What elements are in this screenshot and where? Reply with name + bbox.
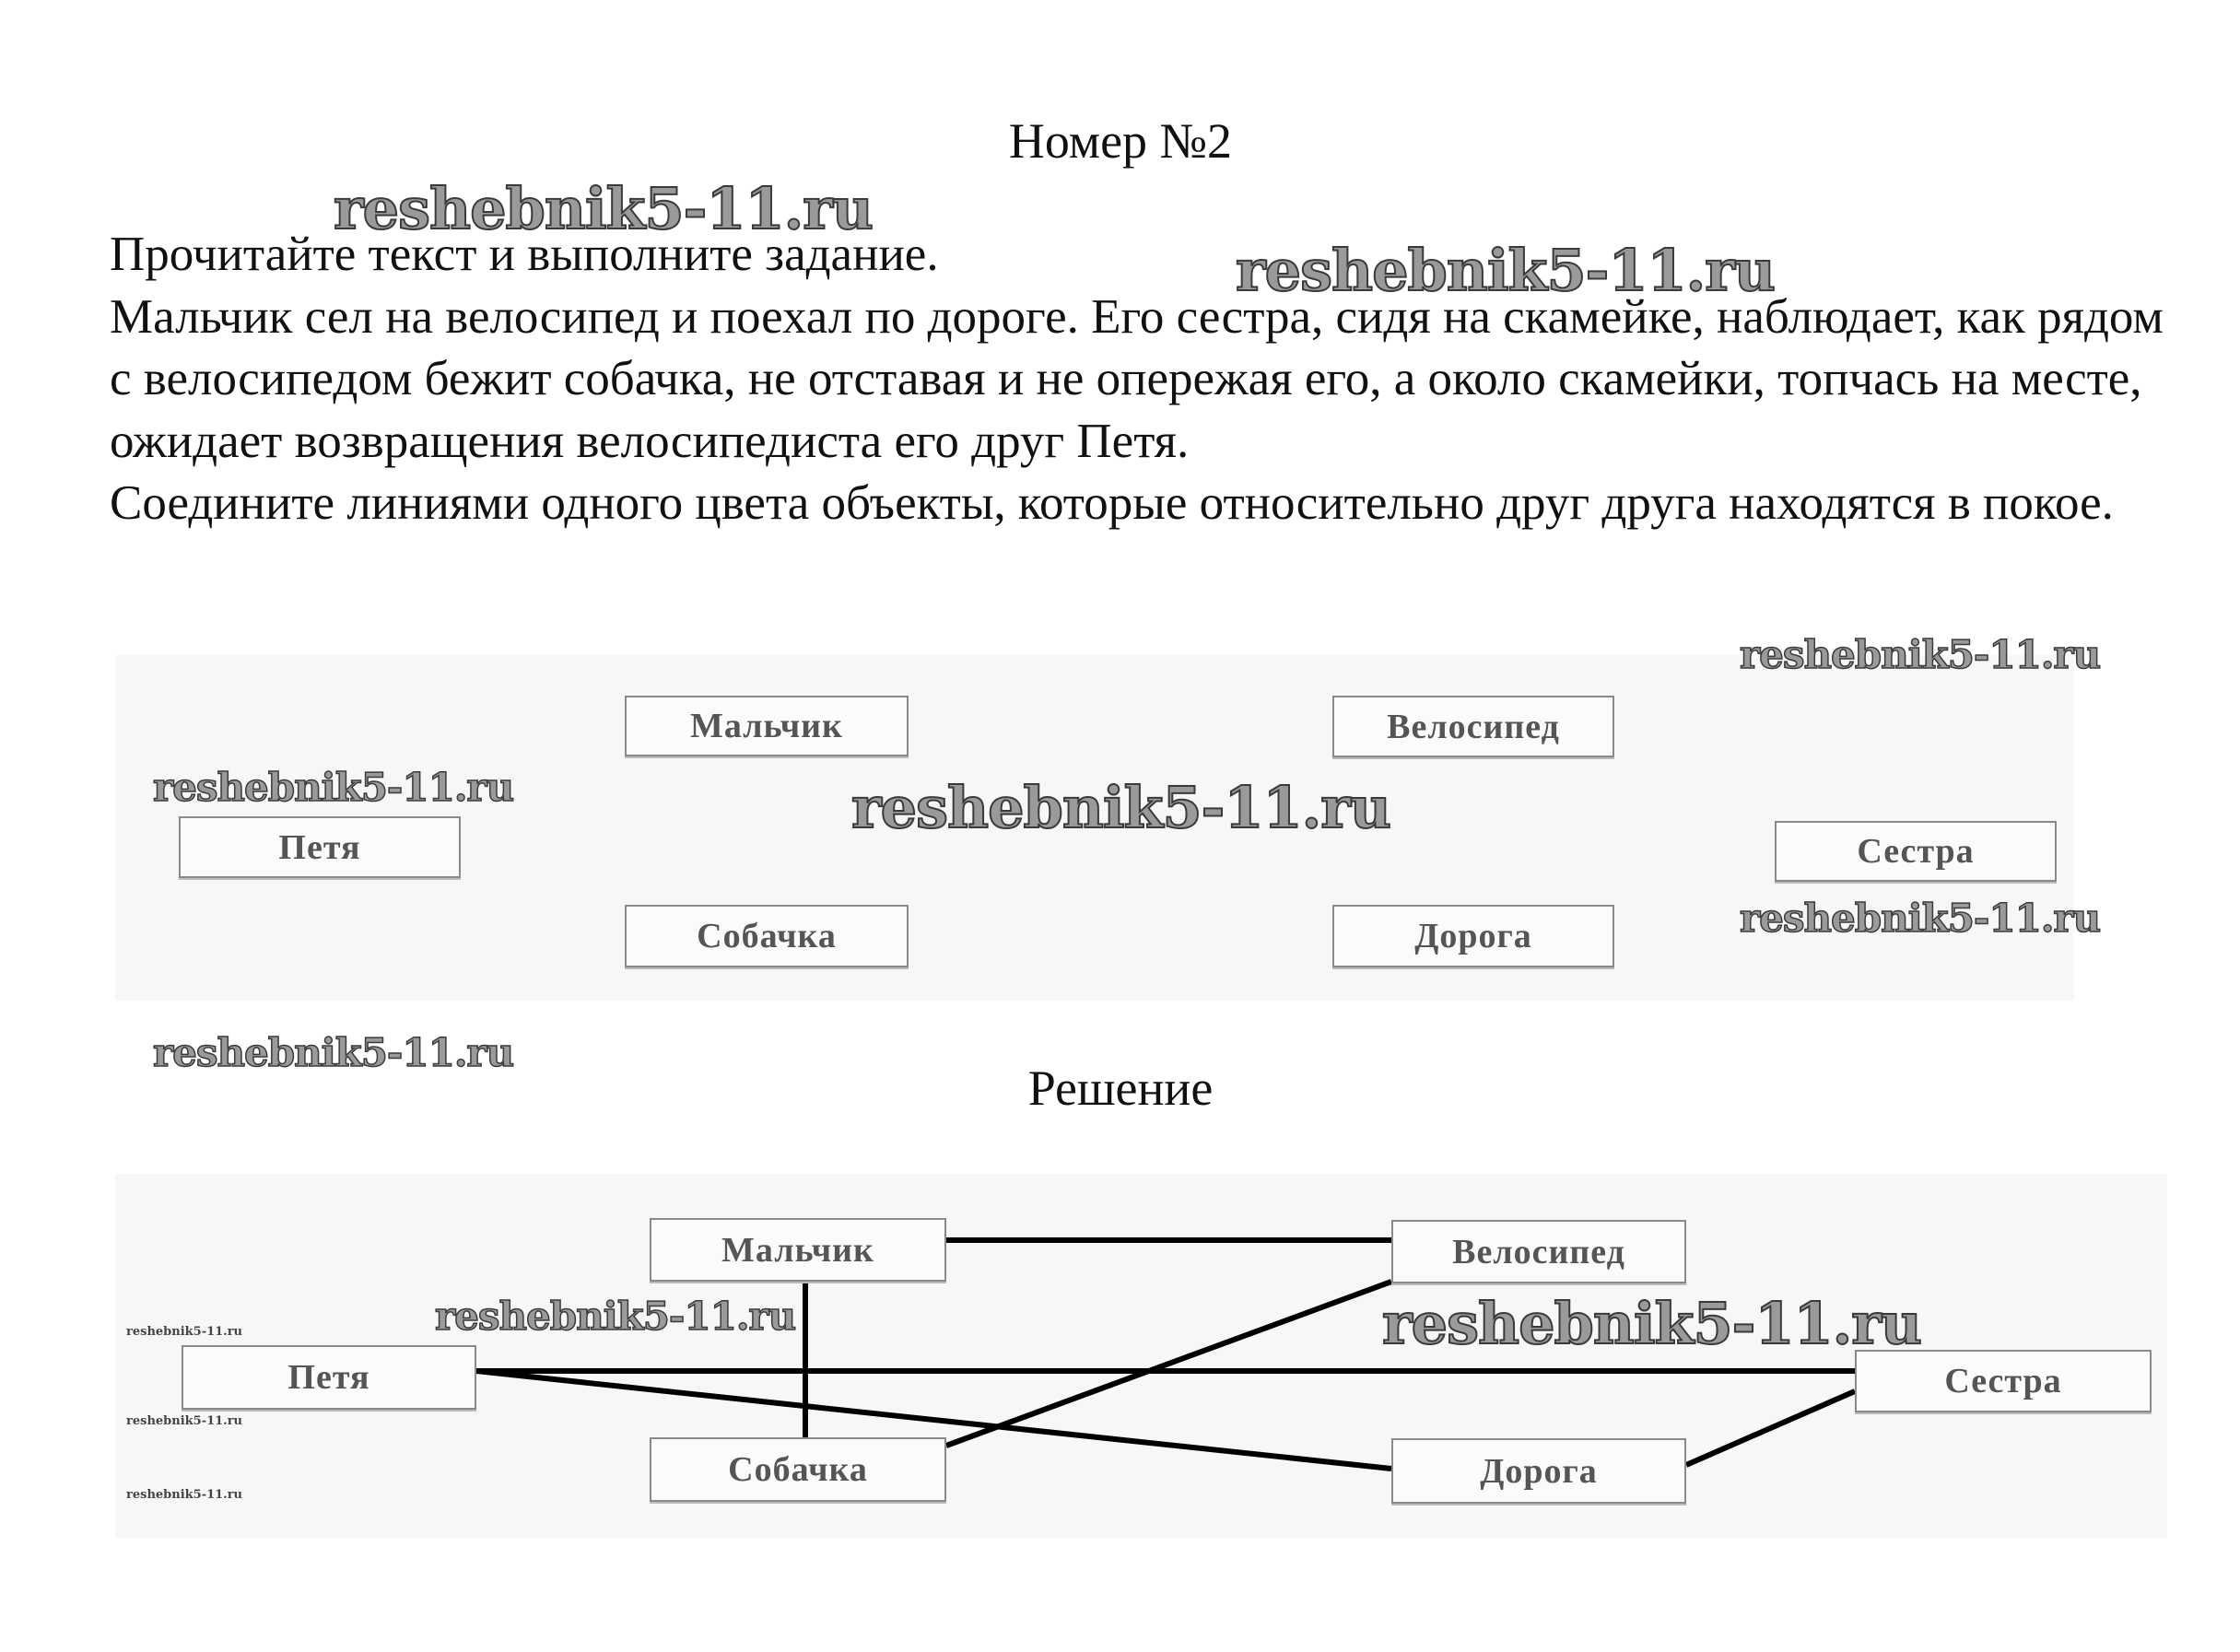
watermark: reshebnik5-11.ru <box>333 174 874 243</box>
box-dog: Собачка <box>625 905 909 967</box>
connection-line-petya-road <box>475 1368 1392 1471</box>
solution-box-boy: Мальчик <box>650 1218 946 1282</box>
watermark: reshebnik5-11.ru <box>126 1325 243 1339</box>
task-text: Прочитайте текст и выполните задание. Ма… <box>110 224 2183 535</box>
task-instruction: Прочитайте текст и выполните задание. <box>110 228 939 281</box>
task-question: Соедините линиями одного цвета объекты, … <box>110 476 2114 530</box>
solution-box-road: Дорога <box>1391 1438 1686 1504</box>
watermark: reshebnik5-11.ru <box>126 1414 243 1428</box>
box-petya: Петя <box>179 816 461 878</box>
box-sister: Сестра <box>1775 821 2057 882</box>
task-story: Мальчик сел на велосипед и поехал по дор… <box>110 289 2164 468</box>
watermark: reshebnik5-11.ru <box>126 1488 243 1502</box>
box-bike: Велосипед <box>1332 696 1614 757</box>
solution-box-petya: Петя <box>182 1345 476 1410</box>
page-title: Номер №2 <box>1008 113 1233 169</box>
box-road: Дорога <box>1332 905 1614 967</box>
connection-line-road-sister <box>1684 1388 1857 1468</box>
watermark: reshebnik5-11.ru <box>152 1029 515 1076</box>
watermark: reshebnik5-11.ru <box>850 773 1392 842</box>
watermark: reshebnik5-11.ru <box>1381 1289 1923 1358</box>
watermark: reshebnik5-11.ru <box>1739 631 2102 678</box>
solution-box-bike: Велосипед <box>1391 1220 1686 1283</box>
solution-box-sister: Сестра <box>1855 1350 2152 1412</box>
connection-line-dog-bike <box>944 1279 1393 1448</box>
box-boy: Мальчик <box>625 696 909 756</box>
watermark: reshebnik5-11.ru <box>1235 236 1777 305</box>
watermark: reshebnik5-11.ru <box>434 1293 797 1340</box>
watermark: reshebnik5-11.ru <box>152 764 515 811</box>
solution-title: Решение <box>1027 1060 1214 1116</box>
solution-box-dog: Собачка <box>650 1437 946 1502</box>
watermark: reshebnik5-11.ru <box>1739 895 2102 942</box>
